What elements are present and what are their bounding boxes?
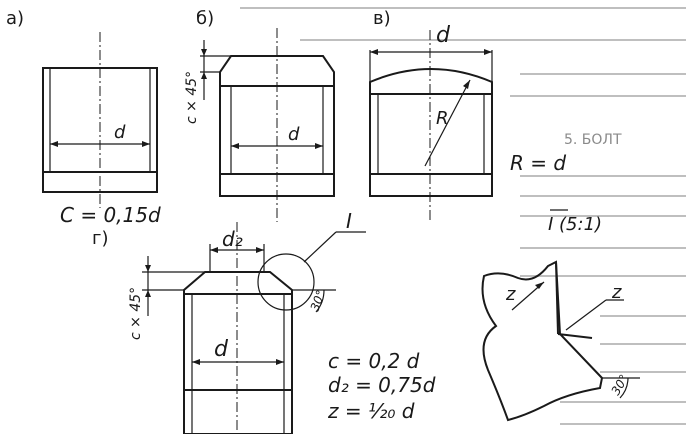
view-v-formula: R = d	[510, 151, 566, 175]
view-a: а) d C = 0,15d	[6, 8, 161, 227]
view-g-chamfer: c × 45°	[128, 287, 144, 340]
detail-r2: z	[611, 282, 622, 303]
view-g-formula-d2: d₂ = 0,75d	[328, 373, 436, 397]
view-g-callout: I	[346, 209, 352, 233]
view-b: б) d c × 45°	[184, 8, 335, 222]
detail-r1: z	[505, 284, 516, 305]
view-v-label: в)	[373, 8, 391, 29]
background-heading: 5. БОЛТ	[564, 132, 622, 148]
view-a-label: а)	[6, 8, 24, 29]
view-v: в) d R R = d	[369, 8, 566, 222]
view-g-label: г)	[92, 228, 108, 249]
view-b-chamfer: c × 45°	[184, 71, 200, 124]
detail-angle: 30°	[608, 372, 631, 397]
view-v-dim-r: R	[436, 108, 449, 129]
background-page-text: 5. БОЛТ	[240, 7, 686, 425]
view-g-dim-d2: d₂	[222, 227, 243, 251]
view-g-formula-c: c = 0,2 d	[328, 349, 420, 373]
view-b-label: б)	[196, 8, 214, 29]
view-b-dim-d: d	[288, 124, 300, 145]
detail-title: I (5:1)	[548, 214, 602, 235]
view-g-dim-d: d	[214, 337, 229, 362]
view-a-dim-d: d	[114, 122, 126, 143]
view-g: г) d₂ d c × 45° I 30° c =	[92, 209, 436, 434]
view-g-formula-z: z = ¹⁄₂₀ d	[327, 399, 415, 423]
view-g-angle: 30°	[308, 288, 328, 313]
view-a-formula: C = 0,15d	[60, 203, 161, 227]
view-v-dim-d: d	[436, 23, 451, 48]
